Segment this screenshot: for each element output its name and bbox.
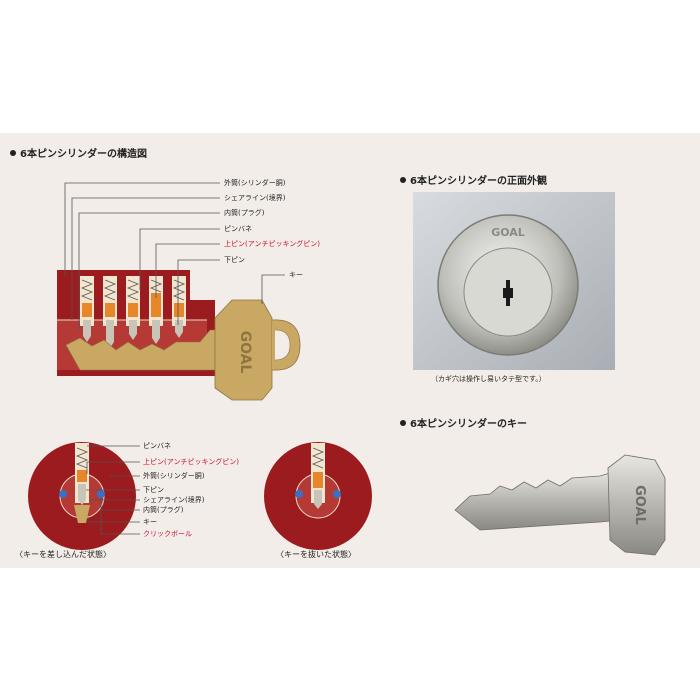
heading-structure: 6本ピンシリンダーの構造図 bbox=[10, 145, 147, 160]
bullet-icon bbox=[10, 150, 16, 156]
circle-label-outer-tube: 外筒(シリンダー胴) bbox=[143, 472, 205, 480]
caption-inserted: 〈キーを差し込んだ状態〉 bbox=[15, 550, 111, 559]
heading-front: 6本ピンシリンダーの正面外観 bbox=[400, 172, 547, 187]
label-pin-spring: ピンバネ bbox=[224, 225, 252, 233]
label-inner-tube: 内筒(プラグ) bbox=[224, 209, 265, 217]
lower-pin bbox=[106, 320, 114, 348]
caption-removed: 〈キーを抜いた状態〉 bbox=[276, 550, 356, 559]
lower-pin bbox=[129, 320, 137, 340]
circle-label-key: キー bbox=[143, 518, 157, 526]
heading-structure-text: 6本ピンシリンダーの構造図 bbox=[20, 149, 147, 160]
upper-pin bbox=[105, 303, 115, 317]
bullet-icon bbox=[400, 420, 406, 426]
heading-key-text: 6本ピンシリンダーのキー bbox=[410, 419, 527, 430]
upper-pin bbox=[128, 303, 138, 317]
upper-pin bbox=[151, 293, 161, 317]
lower-pin bbox=[175, 320, 183, 338]
front-brand-text: GOAL bbox=[491, 226, 525, 239]
label-outer-tube: 外筒(シリンダー胴) bbox=[224, 179, 286, 187]
circle-label-shear-line: シェアライン(境界) bbox=[143, 496, 205, 504]
key-photo-head bbox=[607, 454, 666, 556]
heading-front-text: 6本ピンシリンダーの正面外観 bbox=[410, 176, 547, 187]
circle-label-inner-tube: 内筒(プラグ) bbox=[143, 506, 184, 514]
circle-label-lower-pin: 下ピン bbox=[143, 486, 164, 494]
label-shear-line: シェアライン(境界) bbox=[224, 194, 286, 202]
bullet-icon bbox=[400, 177, 406, 183]
lower-pin bbox=[83, 320, 91, 342]
circle-label-pin-spring: ピンバネ bbox=[143, 442, 171, 450]
keyhole-note: （カギ穴は操作し易いタテ型です。） bbox=[431, 375, 546, 383]
upper-pin bbox=[82, 303, 92, 317]
key-photo-brand-text: GOAL bbox=[632, 485, 647, 525]
lower-pin bbox=[152, 320, 160, 344]
heading-key: 6本ピンシリンダーのキー bbox=[400, 415, 527, 430]
key-brand-text: GOAL bbox=[237, 331, 253, 374]
label-upper-pin: 上ピン(アンチピッキングピン) bbox=[224, 240, 320, 248]
circle-label-upper-pin: 上ピン(アンチピッキングピン) bbox=[143, 458, 239, 466]
upper-pin bbox=[174, 303, 184, 317]
key-head bbox=[214, 299, 273, 401]
circle-label-click-ball: クリックボール bbox=[143, 530, 192, 538]
label-key: キー bbox=[289, 271, 303, 279]
label-lower-pin: 下ピン bbox=[224, 256, 245, 264]
